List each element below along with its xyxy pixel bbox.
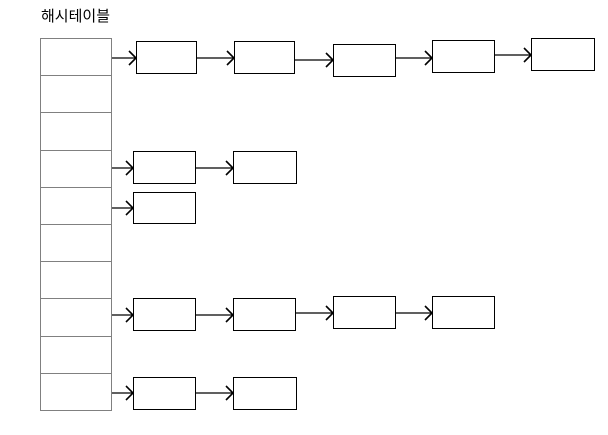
arrow-node-2-to-node-3 — [396, 50, 434, 66]
chain-bucket-3-node-0[interactable] — [133, 151, 196, 184]
arrows-group — [112, 47, 533, 401]
chain-bucket-7-node-1[interactable] — [233, 298, 296, 331]
arrowhead-icon — [225, 160, 235, 176]
chain-bucket-9-node-0[interactable] — [133, 377, 196, 410]
arrow-node-1-to-node-2-c — [296, 305, 335, 321]
arrow-node-0-to-node-1-c — [196, 307, 235, 323]
arrow-bucket-9-to-node-0 — [112, 385, 135, 401]
arrow-bucket-7-to-node-0 — [112, 307, 135, 323]
arrowhead-icon — [225, 385, 235, 401]
arrow-bucket-3-to-node-0 — [112, 160, 135, 176]
arrowhead-icon — [225, 307, 235, 323]
chain-bucket-0-node-4[interactable] — [531, 38, 595, 71]
hash-bucket-0[interactable] — [40, 38, 112, 76]
chain-bucket-9-node-1[interactable] — [233, 377, 297, 410]
hash-bucket-4[interactable] — [40, 186, 112, 225]
hash-bucket-6[interactable] — [40, 261, 112, 299]
arrowhead-icon — [125, 160, 135, 176]
hash-bucket-1[interactable] — [40, 75, 112, 113]
hash-table-array — [40, 38, 112, 412]
chain-bucket-0-node-1[interactable] — [234, 41, 295, 74]
arrowhead-icon — [125, 307, 135, 323]
hash-bucket-5[interactable] — [40, 224, 112, 262]
arrowhead-icon — [125, 385, 135, 401]
arrowhead-icon — [125, 200, 135, 216]
chain-bucket-7-node-0[interactable] — [133, 298, 196, 331]
hash-bucket-7[interactable] — [40, 298, 112, 336]
arrowhead-icon — [226, 50, 236, 66]
arrow-node-1-to-node-2 — [295, 52, 335, 68]
arrowhead-icon — [128, 50, 138, 66]
hash-bucket-8[interactable] — [40, 335, 112, 373]
chain-bucket-4-node-0[interactable] — [133, 192, 196, 224]
hash-bucket-9[interactable] — [40, 372, 112, 412]
chain-bucket-7-node-2[interactable] — [333, 296, 396, 329]
arrow-node-2-to-node-3-c — [396, 305, 434, 321]
arrow-node-3-to-node-4 — [495, 47, 533, 63]
page-title: 해시테이블 — [41, 7, 111, 25]
arrow-node-0-to-node-1 — [197, 50, 236, 66]
arrowhead-icon — [424, 50, 434, 66]
arrowhead-icon — [523, 47, 533, 63]
chain-bucket-0-node-0[interactable] — [136, 41, 197, 74]
arrow-node-0-to-node-1-d — [196, 385, 235, 401]
arrowhead-icon — [424, 305, 434, 321]
arrow-node-0-to-node-1-b — [196, 160, 235, 176]
arrow-bucket-4-to-node-0 — [112, 200, 135, 216]
chain-bucket-0-node-3[interactable] — [432, 40, 495, 73]
hash-bucket-3[interactable] — [40, 149, 112, 187]
chain-bucket-0-node-2[interactable] — [333, 44, 396, 77]
arrowhead-icon — [325, 52, 335, 68]
chain-bucket-7-node-3[interactable] — [432, 296, 495, 329]
hash-bucket-2[interactable] — [40, 112, 112, 150]
arrowhead-icon — [325, 305, 335, 321]
arrow-bucket-0-to-node-0 — [112, 50, 138, 66]
chain-bucket-3-node-1[interactable] — [233, 151, 297, 184]
